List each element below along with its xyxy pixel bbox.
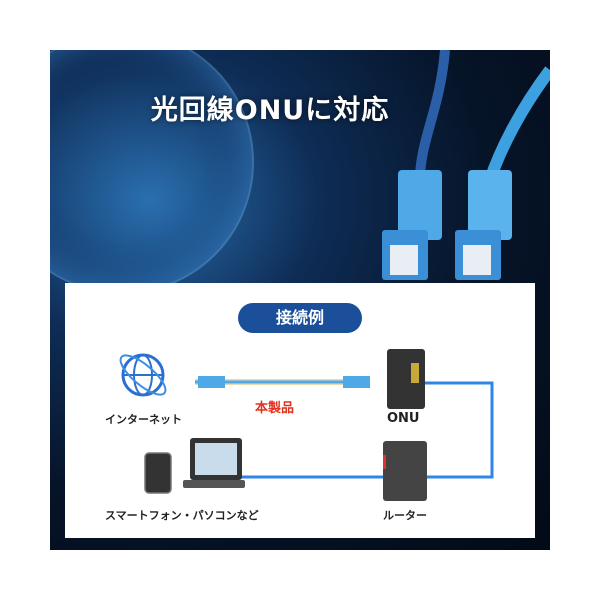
headline: 光回線ONUに対応 (150, 95, 390, 126)
router-label: ルーター (383, 509, 427, 522)
onu-device-icon (387, 349, 425, 409)
fiber-cable-product (195, 376, 370, 388)
globe-icon (119, 353, 167, 397)
fiber-connectors-illustration (382, 50, 550, 280)
lan-cable-line (240, 381, 494, 479)
diagram-graphics (119, 349, 494, 501)
router-icon (383, 441, 427, 501)
product-label: 本製品 (255, 401, 295, 416)
smartphone-icon (144, 452, 172, 494)
hero-background: 光回線ONUに対応 接続例 インターネット 本製品 ONU ルーター スマートフ… (50, 50, 550, 550)
onu-label: ONU (387, 411, 420, 426)
internet-label: インターネット (105, 413, 182, 426)
devices-label: スマートフォン・パソコンなど (105, 509, 259, 522)
diagram-title-badge: 接続例 (238, 303, 362, 333)
connection-diagram: 接続例 インターネット 本製品 ONU ルーター スマートフォン・パソコンなど (65, 283, 535, 538)
laptop-icon (183, 438, 245, 488)
